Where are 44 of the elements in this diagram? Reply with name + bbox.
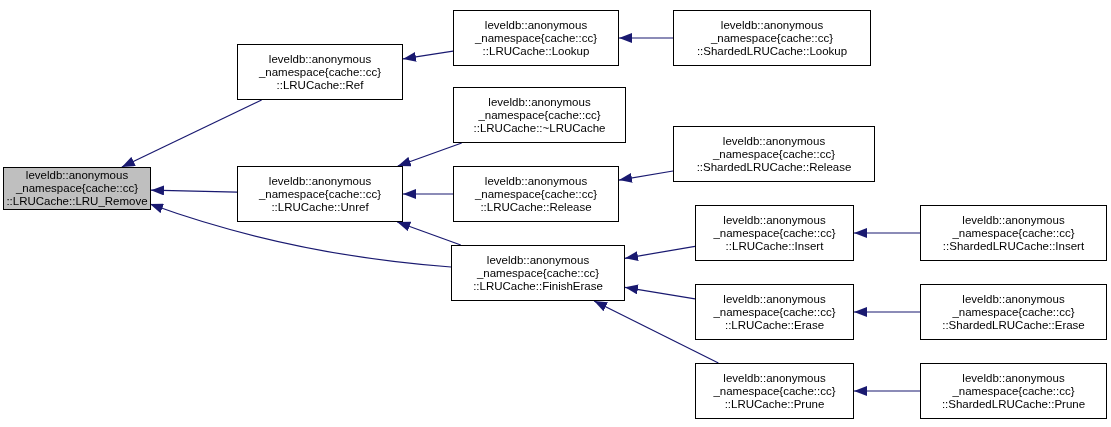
arrow — [853, 228, 921, 238]
function-box — [237, 44, 403, 100]
arrow — [624, 284, 696, 300]
function-name: leveldb::anonymous _namespace{cache::cc} ::LRUCache::FinishErase — [472, 253, 604, 293]
arrow — [593, 300, 719, 364]
arrow — [853, 307, 921, 317]
arrow — [853, 386, 921, 396]
function-name: leveldb::anonymous _namespace{cache::cc} ::LRUCache::Erase — [712, 292, 837, 332]
arrow — [618, 33, 674, 43]
function-name: leveldb::anonymous _namespace{cache::cc} ::LRUCache::~LRUCache — [472, 95, 607, 135]
function-name: leveldb::anonymous _namespace{cache::cc} ::LRUCache::Release — [473, 174, 599, 214]
arrow — [150, 185, 238, 196]
function-name: leveldb::anonymous _namespace{cache::cc} ::LRUCache::Prune — [712, 371, 837, 411]
function-name: leveldb::anonymous _namespace{cache::cc} ::ShardedLRUCache::Insert — [941, 213, 1086, 253]
function-name: leveldb::anonymous _namespace{cache::cc} ::LRUCache::Unref — [257, 174, 383, 214]
function-box — [920, 205, 1107, 261]
function-name: leveldb::anonymous _namespace{cache::cc} ::ShardedLRUCache::Release — [695, 134, 853, 174]
function-name: leveldb::anonymous _namespace{cache::cc} ::ShardedLRUCache::Lookup — [695, 18, 849, 58]
function-box — [673, 126, 875, 182]
function-name: leveldb::anonymous _namespace{cache::cc} ::LRUCache::Lookup — [473, 18, 599, 58]
function-name: leveldb::anonymous _namespace{cache::cc} ::LRUCache::LRU_Remove — [6, 169, 148, 208]
arrow — [402, 189, 454, 199]
function-name: leveldb::anonymous _namespace{cache::cc} ::LRUCache::Insert — [712, 213, 837, 253]
arrow — [402, 50, 454, 62]
arrow — [121, 99, 263, 168]
function-box — [920, 363, 1107, 419]
function-box — [453, 87, 626, 143]
function-box — [695, 205, 854, 261]
arrow — [397, 142, 463, 167]
arrow — [149, 203, 452, 268]
function-box — [453, 166, 619, 222]
function-box — [237, 166, 403, 222]
function-name: leveldb::anonymous _namespace{cache::cc} ::LRUCache::Ref — [257, 52, 383, 92]
function-box — [920, 284, 1107, 340]
function-box — [451, 245, 625, 301]
arrow — [618, 170, 674, 183]
function-box — [695, 284, 854, 340]
function-box — [453, 10, 619, 66]
function-name: leveldb::anonymous _namespace{cache::cc} ::ShardedLRUCache::Erase — [941, 292, 1086, 332]
function-name: leveldb::anonymous _namespace{cache::cc} ::ShardedLRUCache::Prune — [940, 371, 1087, 411]
function-box — [673, 10, 871, 66]
function-box — [695, 363, 854, 419]
arrow — [396, 221, 462, 246]
arrow — [624, 245, 696, 262]
